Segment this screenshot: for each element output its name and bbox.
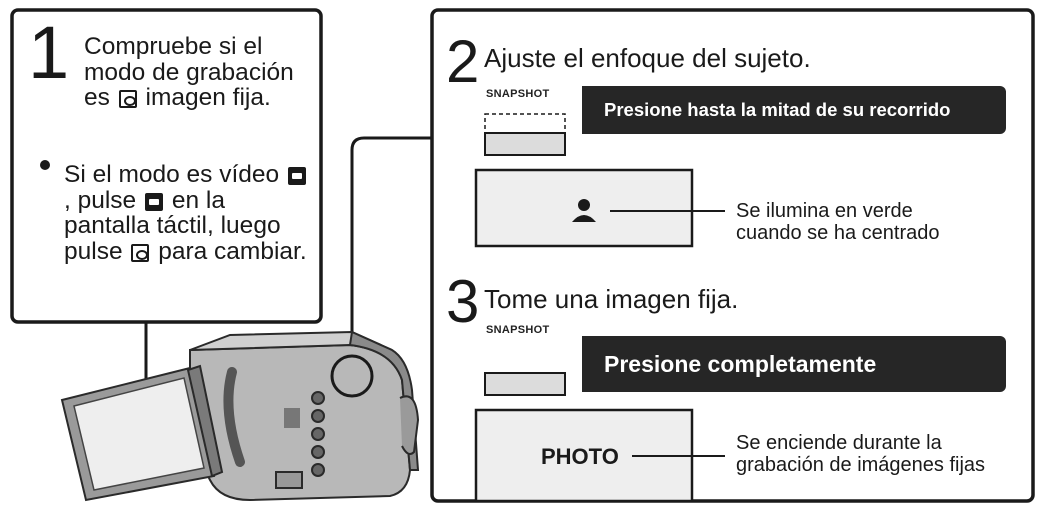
step-2-note-line-1: Se ilumina en verde [736,200,913,222]
camera-btn-1 [311,391,325,405]
step-2-callout: Presione hasta la mitad de su recorrido [582,86,1006,134]
step-2-note: Se ilumina en verde cuando se ha centrad… [736,200,940,244]
step-1-text-after: imagen fija. [145,84,271,111]
camera-btn-2 [311,409,325,423]
bullet-text-3: en la pantalla táctil, luego pulse [64,186,281,265]
camera-icon [131,243,150,262]
camera-speaker [284,408,300,428]
step-3-title: Tome una imagen fija. [484,284,739,314]
camera-btn-5 [311,463,325,477]
step2-button [484,132,566,156]
snapshot-highlight-circle [330,354,374,398]
connector-right [350,136,432,368]
camera-grip [223,367,245,467]
camera-btn-3 [311,427,325,441]
photo-indicator: PHOTO [541,444,619,469]
bullet-text-2: , pulse [64,186,137,214]
lcd-screen [73,377,205,491]
step-3-note-line-1: Se enciende durante la [736,432,942,454]
step-2-note-line-2: cuando se ha centrado [736,222,940,244]
step-1-text: Compruebe si el modo de grabación es ima… [84,34,314,111]
step-3-snapshot-label: SNAPSHOT [486,324,550,336]
video-icon [288,167,306,185]
camera-icon [118,90,137,108]
step-2-title: Ajuste el enfoque del sujeto. [484,43,811,73]
step-3-note-line-2: grabación de imágenes fijas [736,454,986,476]
camera-strap [399,395,420,455]
lcd-hinge [186,364,224,478]
camera-btn-4 [311,445,325,459]
left-panel-box [10,8,323,324]
step-3-number: 3 [446,268,480,335]
camera-port [275,471,303,489]
camera-side-right [348,330,420,471]
step-1-text-main: Compruebe si el modo de grabación es [84,33,294,111]
camcorder [60,330,420,502]
person-icon [572,199,596,222]
bullet-text-1: Si el modo es vídeo [64,161,280,188]
bullet-text-4: para cambiar. [158,237,307,265]
step-3-callout: Presione completamente [582,336,1006,392]
bullet-text: Si el modo es vídeo , pulse en la pantal… [64,162,314,264]
step-1-number: 1 [28,11,70,94]
step3-button [484,372,566,396]
video-icon [145,192,163,211]
step-2-snapshot-label: SNAPSHOT [486,88,550,100]
step-2-number: 2 [446,28,480,95]
bullet-point [40,160,50,170]
step-3-note: Se enciende durante la grabación de imág… [736,432,985,476]
